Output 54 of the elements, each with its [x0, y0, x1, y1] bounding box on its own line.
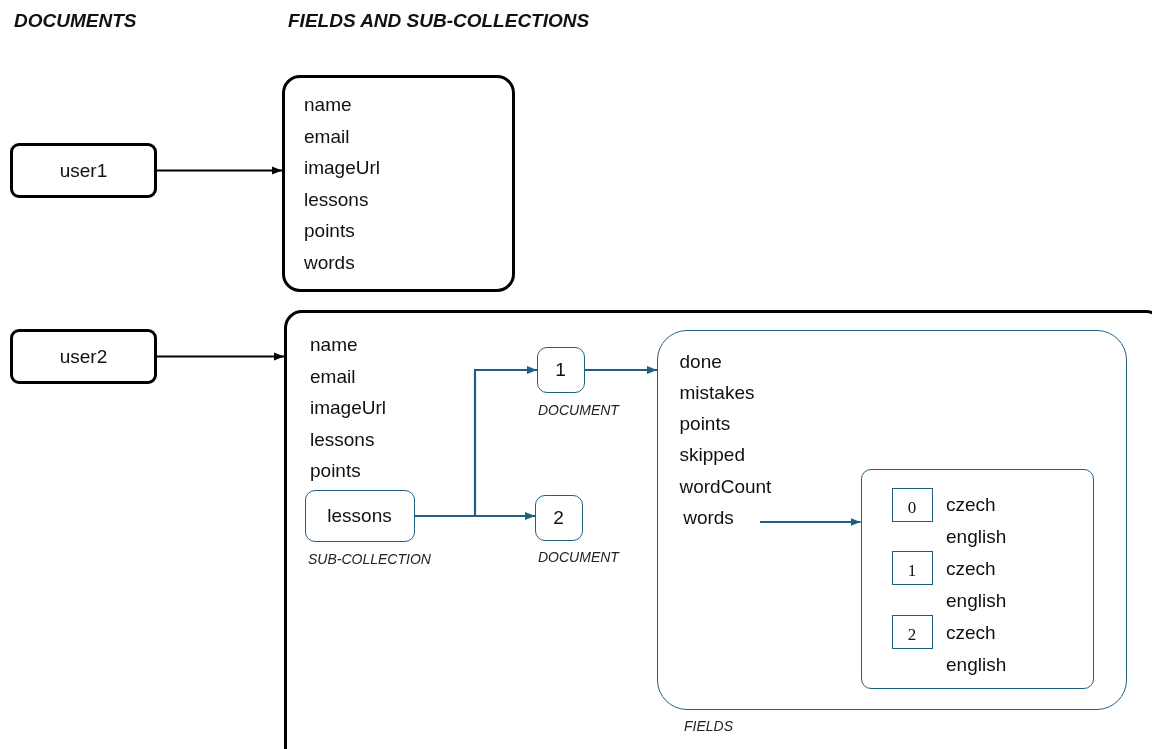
array-box: [860, 468, 1094, 689]
field-name: done: [679, 349, 722, 373]
type-caption: FIELDS: [684, 718, 733, 734]
collection-name: 2: [552, 506, 565, 529]
type-caption: DOCUMENT: [538, 549, 619, 565]
fields-box: [657, 330, 1127, 710]
field-name: english: [946, 653, 1007, 676]
field-name: name: [304, 93, 352, 116]
sub-collection-box: [305, 490, 415, 542]
collection-name: 1: [554, 358, 567, 381]
field-name: skipped: [679, 443, 745, 467]
field-name: words: [682, 506, 735, 529]
type-caption: SUB-COLLECTION: [308, 551, 431, 567]
arrow: [585, 366, 657, 374]
field-name: points: [679, 412, 731, 436]
type-caption: DOCUMENT: [538, 402, 619, 418]
field-name: imageUrl: [310, 396, 387, 419]
arrow: [157, 166, 282, 175]
field-name: points: [310, 459, 361, 482]
field-name: english: [946, 589, 1007, 612]
document-name: user1: [58, 159, 109, 182]
field-name: czech: [946, 621, 996, 644]
index-box: [892, 615, 933, 649]
index-number: 0: [906, 496, 918, 519]
index-number: 2: [906, 623, 918, 646]
field-name: wordCount: [679, 474, 772, 498]
document-name: user2: [58, 345, 109, 368]
document-box: [537, 347, 585, 393]
field-name: imageUrl: [304, 156, 381, 179]
arrow: [157, 352, 284, 361]
index-box: [892, 488, 933, 522]
field-name: mistakes: [679, 380, 755, 404]
document-box: [535, 495, 583, 541]
column-heading: FIELDS AND SUB-COLLECTIONS: [288, 10, 590, 32]
field-name: czech: [946, 557, 996, 580]
field-name: words: [304, 250, 355, 274]
arrow: [415, 512, 535, 520]
fields-box: [282, 75, 515, 292]
field-name: points: [304, 219, 355, 242]
field-name: lessons: [310, 427, 375, 451]
field-name: email: [304, 124, 350, 148]
document-box: [10, 329, 157, 384]
index-number: 1: [906, 559, 918, 582]
document-box: [10, 143, 157, 198]
fields-panel: [284, 310, 1152, 749]
arrow: [760, 518, 861, 526]
index-box: [892, 551, 933, 585]
field-name: czech: [946, 493, 996, 516]
field-name: email: [310, 364, 356, 388]
field-name: lessons: [304, 187, 369, 211]
field-name: name: [310, 333, 358, 356]
column-heading: DOCUMENTS: [14, 10, 137, 32]
field-name: english: [946, 525, 1007, 548]
collection-name: lessons: [326, 504, 393, 527]
